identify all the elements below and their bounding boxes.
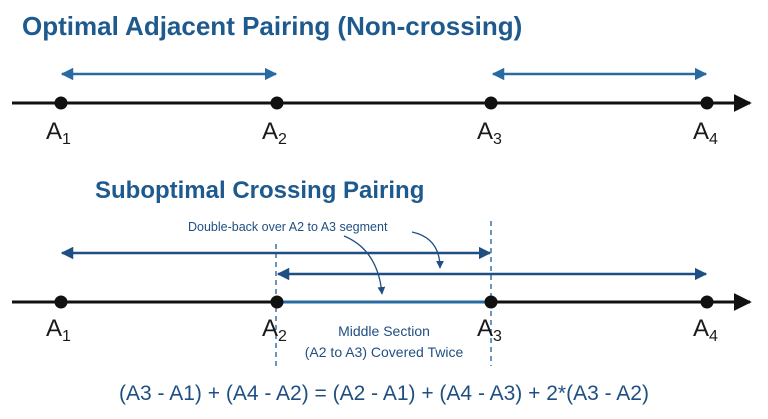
point-a1 xyxy=(54,96,68,110)
point-a4 xyxy=(700,96,714,110)
point-a3 xyxy=(484,96,498,110)
callout-arrow-lower xyxy=(343,235,386,295)
label-a4-crossing: A4 xyxy=(693,315,718,345)
label-a4: A4 xyxy=(693,118,718,148)
point-a2 xyxy=(270,96,284,110)
point-a3-crossing xyxy=(484,295,498,309)
point-a2-crossing xyxy=(270,295,284,309)
label-a3: A3 xyxy=(477,118,502,148)
callout-arrow-upper xyxy=(411,231,444,269)
middle-section-label-line1: Middle Section xyxy=(338,323,430,339)
middle-section-label-line2: (A2 to A3) Covered Twice xyxy=(305,344,464,360)
label-a1-crossing: A1 xyxy=(46,315,71,345)
section2-title: Suboptimal Crossing Pairing xyxy=(95,177,424,204)
point-a4-crossing xyxy=(700,295,714,309)
point-a1-crossing xyxy=(54,295,68,309)
equation: (A3 - A1) + (A4 - A2) = (A2 - A1) + (A4 … xyxy=(119,382,649,405)
label-a3-crossing: A3 xyxy=(477,315,502,345)
double-back-annotation: Double-back over A2 to A3 segment xyxy=(188,220,388,234)
section1-title: Optimal Adjacent Pairing (Non-crossing) xyxy=(22,11,522,41)
label-a2: A2 xyxy=(262,118,287,148)
label-a1: A1 xyxy=(46,118,71,148)
label-a2-crossing: A2 xyxy=(262,315,287,345)
